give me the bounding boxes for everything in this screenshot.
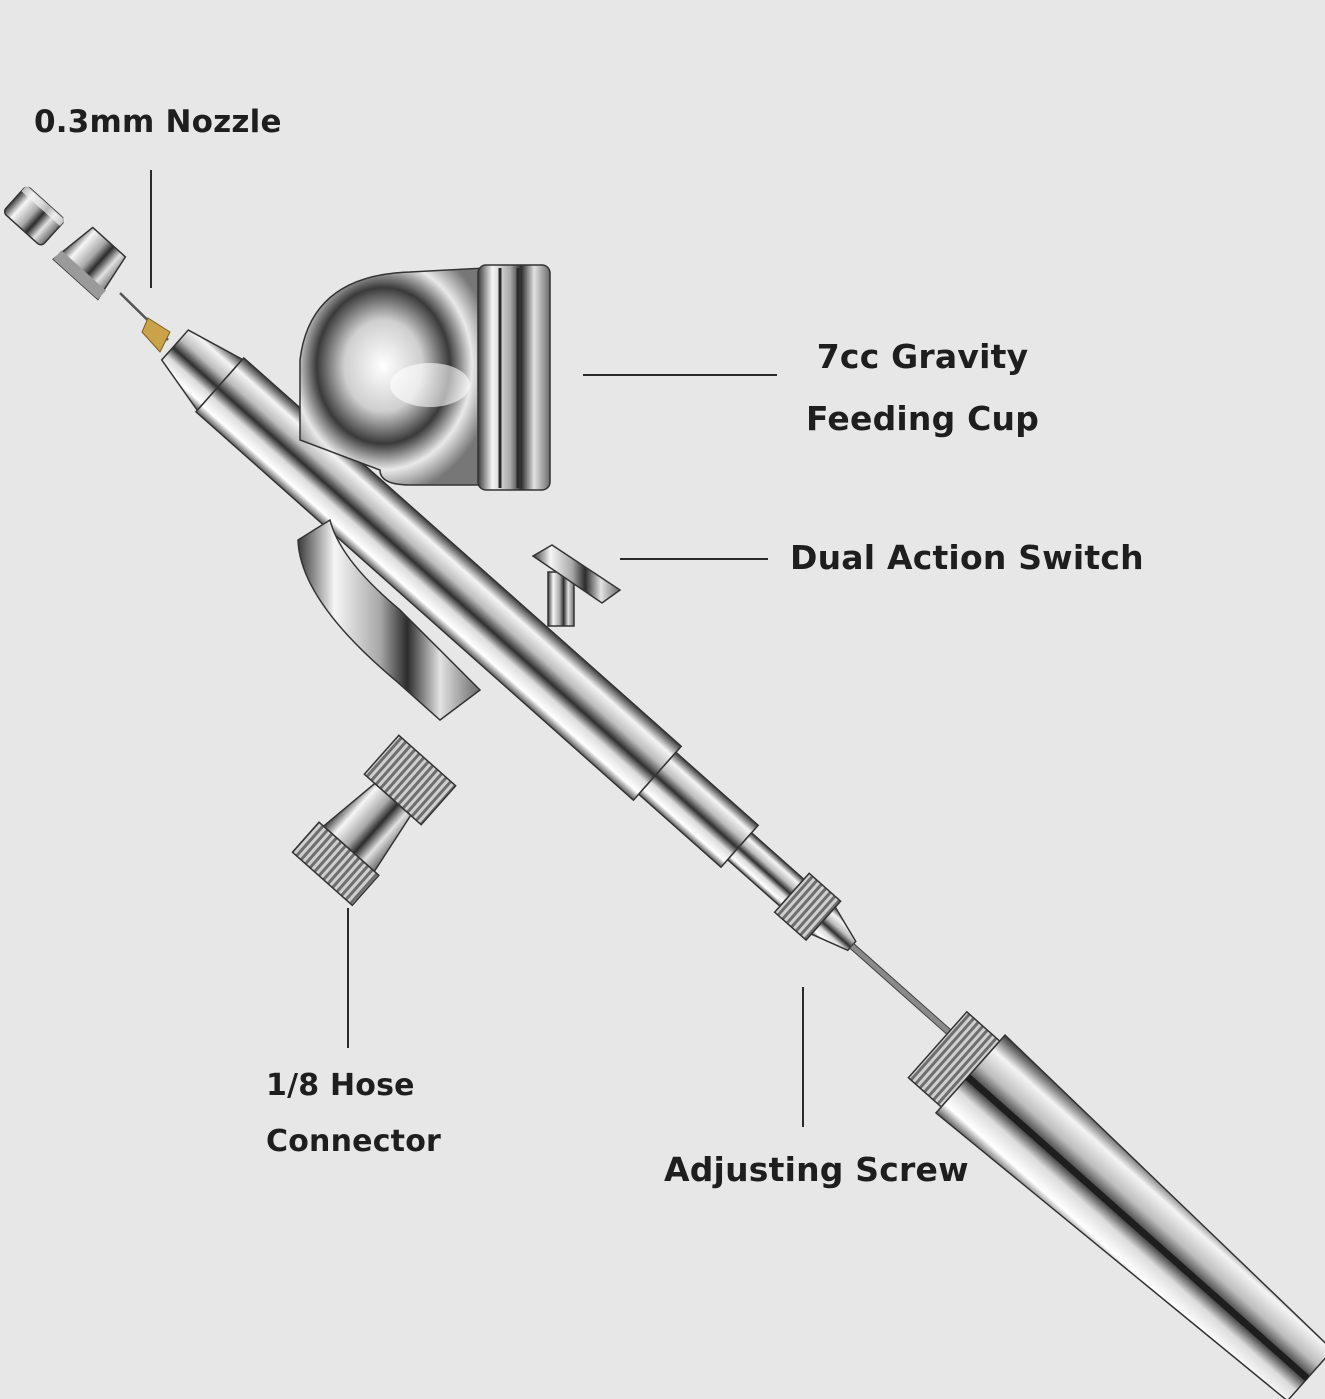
hose-connector-label-line-2: Connector xyxy=(266,1124,442,1159)
hose-connector xyxy=(291,734,457,907)
dual-action-switch-label: Dual Action Switch xyxy=(790,538,1144,577)
adjusting-screw-label: Adjusting Screw xyxy=(664,1150,969,1189)
handle-cover xyxy=(907,1010,1325,1399)
gravity-cup-label-line-1: 7cc Gravity xyxy=(816,337,1029,376)
nozzle-needle xyxy=(119,292,171,353)
gravity-cup-label-line-2: Feeding Cup xyxy=(806,399,1040,438)
nozzle-label: 0.3mm Nozzle xyxy=(34,104,282,140)
leader-lines xyxy=(150,170,804,1127)
hose-connector-label: 1/8 Hose Connector xyxy=(266,1058,441,1170)
airbrush-handle xyxy=(297,518,482,721)
hose-connector-label-line-1: 1/8 Hose xyxy=(266,1068,415,1103)
nozzle-cap-parts xyxy=(3,185,127,301)
gravity-cup xyxy=(299,264,551,491)
dual-action-trigger xyxy=(531,544,622,627)
gravity-cup-label: 7cc Gravity Feeding Cup xyxy=(806,326,1039,450)
airbrush-body xyxy=(160,329,967,1049)
